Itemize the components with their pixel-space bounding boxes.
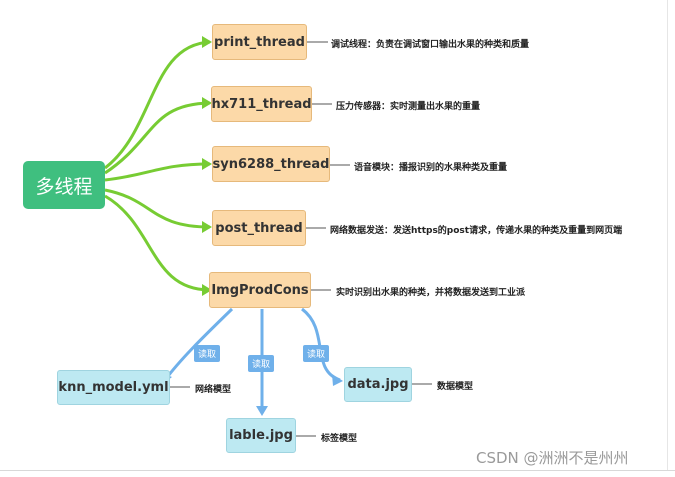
arrow-lable [256, 406, 268, 416]
model-label: knn_model.yml [58, 380, 169, 395]
root-node[interactable]: 多线程 [23, 161, 105, 209]
model-note: 数据模型 [437, 382, 474, 392]
model-label: data.jpg [347, 377, 409, 392]
model-note: 标签模型 [321, 434, 358, 444]
frame-border-bottom [0, 470, 675, 471]
watermark-text: CSDN @洲洲不是州州 [476, 449, 629, 467]
model-note: 网络模型 [195, 385, 232, 395]
thread-label: post_thread [215, 220, 303, 236]
thread-note: 实时识别出水果的种类，并将数据发送到工业派 [336, 288, 526, 298]
thread-label: syn6288_thread [212, 156, 330, 172]
arrow-print-thread [202, 36, 212, 48]
edge-label-read: 读取 [303, 345, 330, 362]
thread-node-post-thread[interactable]: post_thread [212, 210, 306, 246]
root-label: 多线程 [35, 175, 93, 198]
thread-label: print_thread [214, 34, 305, 50]
thread-label: ImgProdCons [211, 282, 309, 298]
thread-note: 调试线程：负责在调试窗口输出水果的种类和质量 [331, 40, 530, 50]
arrow-syn6288-thread [202, 158, 212, 170]
link-root-syn6288-thread [104, 162, 211, 182]
thread-node-syn6288-thread[interactable]: syn6288_thread [212, 146, 330, 182]
thread-note: 网络数据发送：发送https的post请求，传递水果的种类及重量到网页端 [330, 226, 623, 236]
model-node-knn-model[interactable]: knn_model.yml [57, 370, 170, 405]
link-root-post-thread [104, 188, 211, 229]
arrow-hx711-thread [202, 97, 212, 109]
arrow-data [332, 374, 343, 386]
model-node-lable[interactable]: lable.jpg [226, 418, 296, 453]
model-node-data[interactable]: data.jpg [344, 367, 412, 402]
link-root-print-thread [104, 40, 211, 170]
edge-label-read: 读取 [194, 345, 221, 362]
thread-label: hx711_thread [211, 96, 312, 112]
arrow-post-thread [202, 221, 212, 233]
link-root-imgprodcons [104, 194, 211, 292]
link-root-hx711-thread [104, 101, 211, 175]
thread-node-print-thread[interactable]: print_thread [212, 24, 307, 60]
thread-note: 压力传感器：实时测量出水果的重量 [336, 102, 481, 112]
edge-label-read: 读取 [248, 355, 275, 372]
arrow-imgprodcons [202, 284, 212, 296]
frame-border-right [667, 0, 668, 470]
thread-note: 语音模块：播报识别的水果种类及重量 [354, 163, 508, 173]
model-label: lable.jpg [229, 428, 293, 443]
thread-node-imgprodcons[interactable]: ImgProdCons [209, 272, 311, 308]
thread-node-hx711-thread[interactable]: hx711_thread [211, 86, 312, 122]
